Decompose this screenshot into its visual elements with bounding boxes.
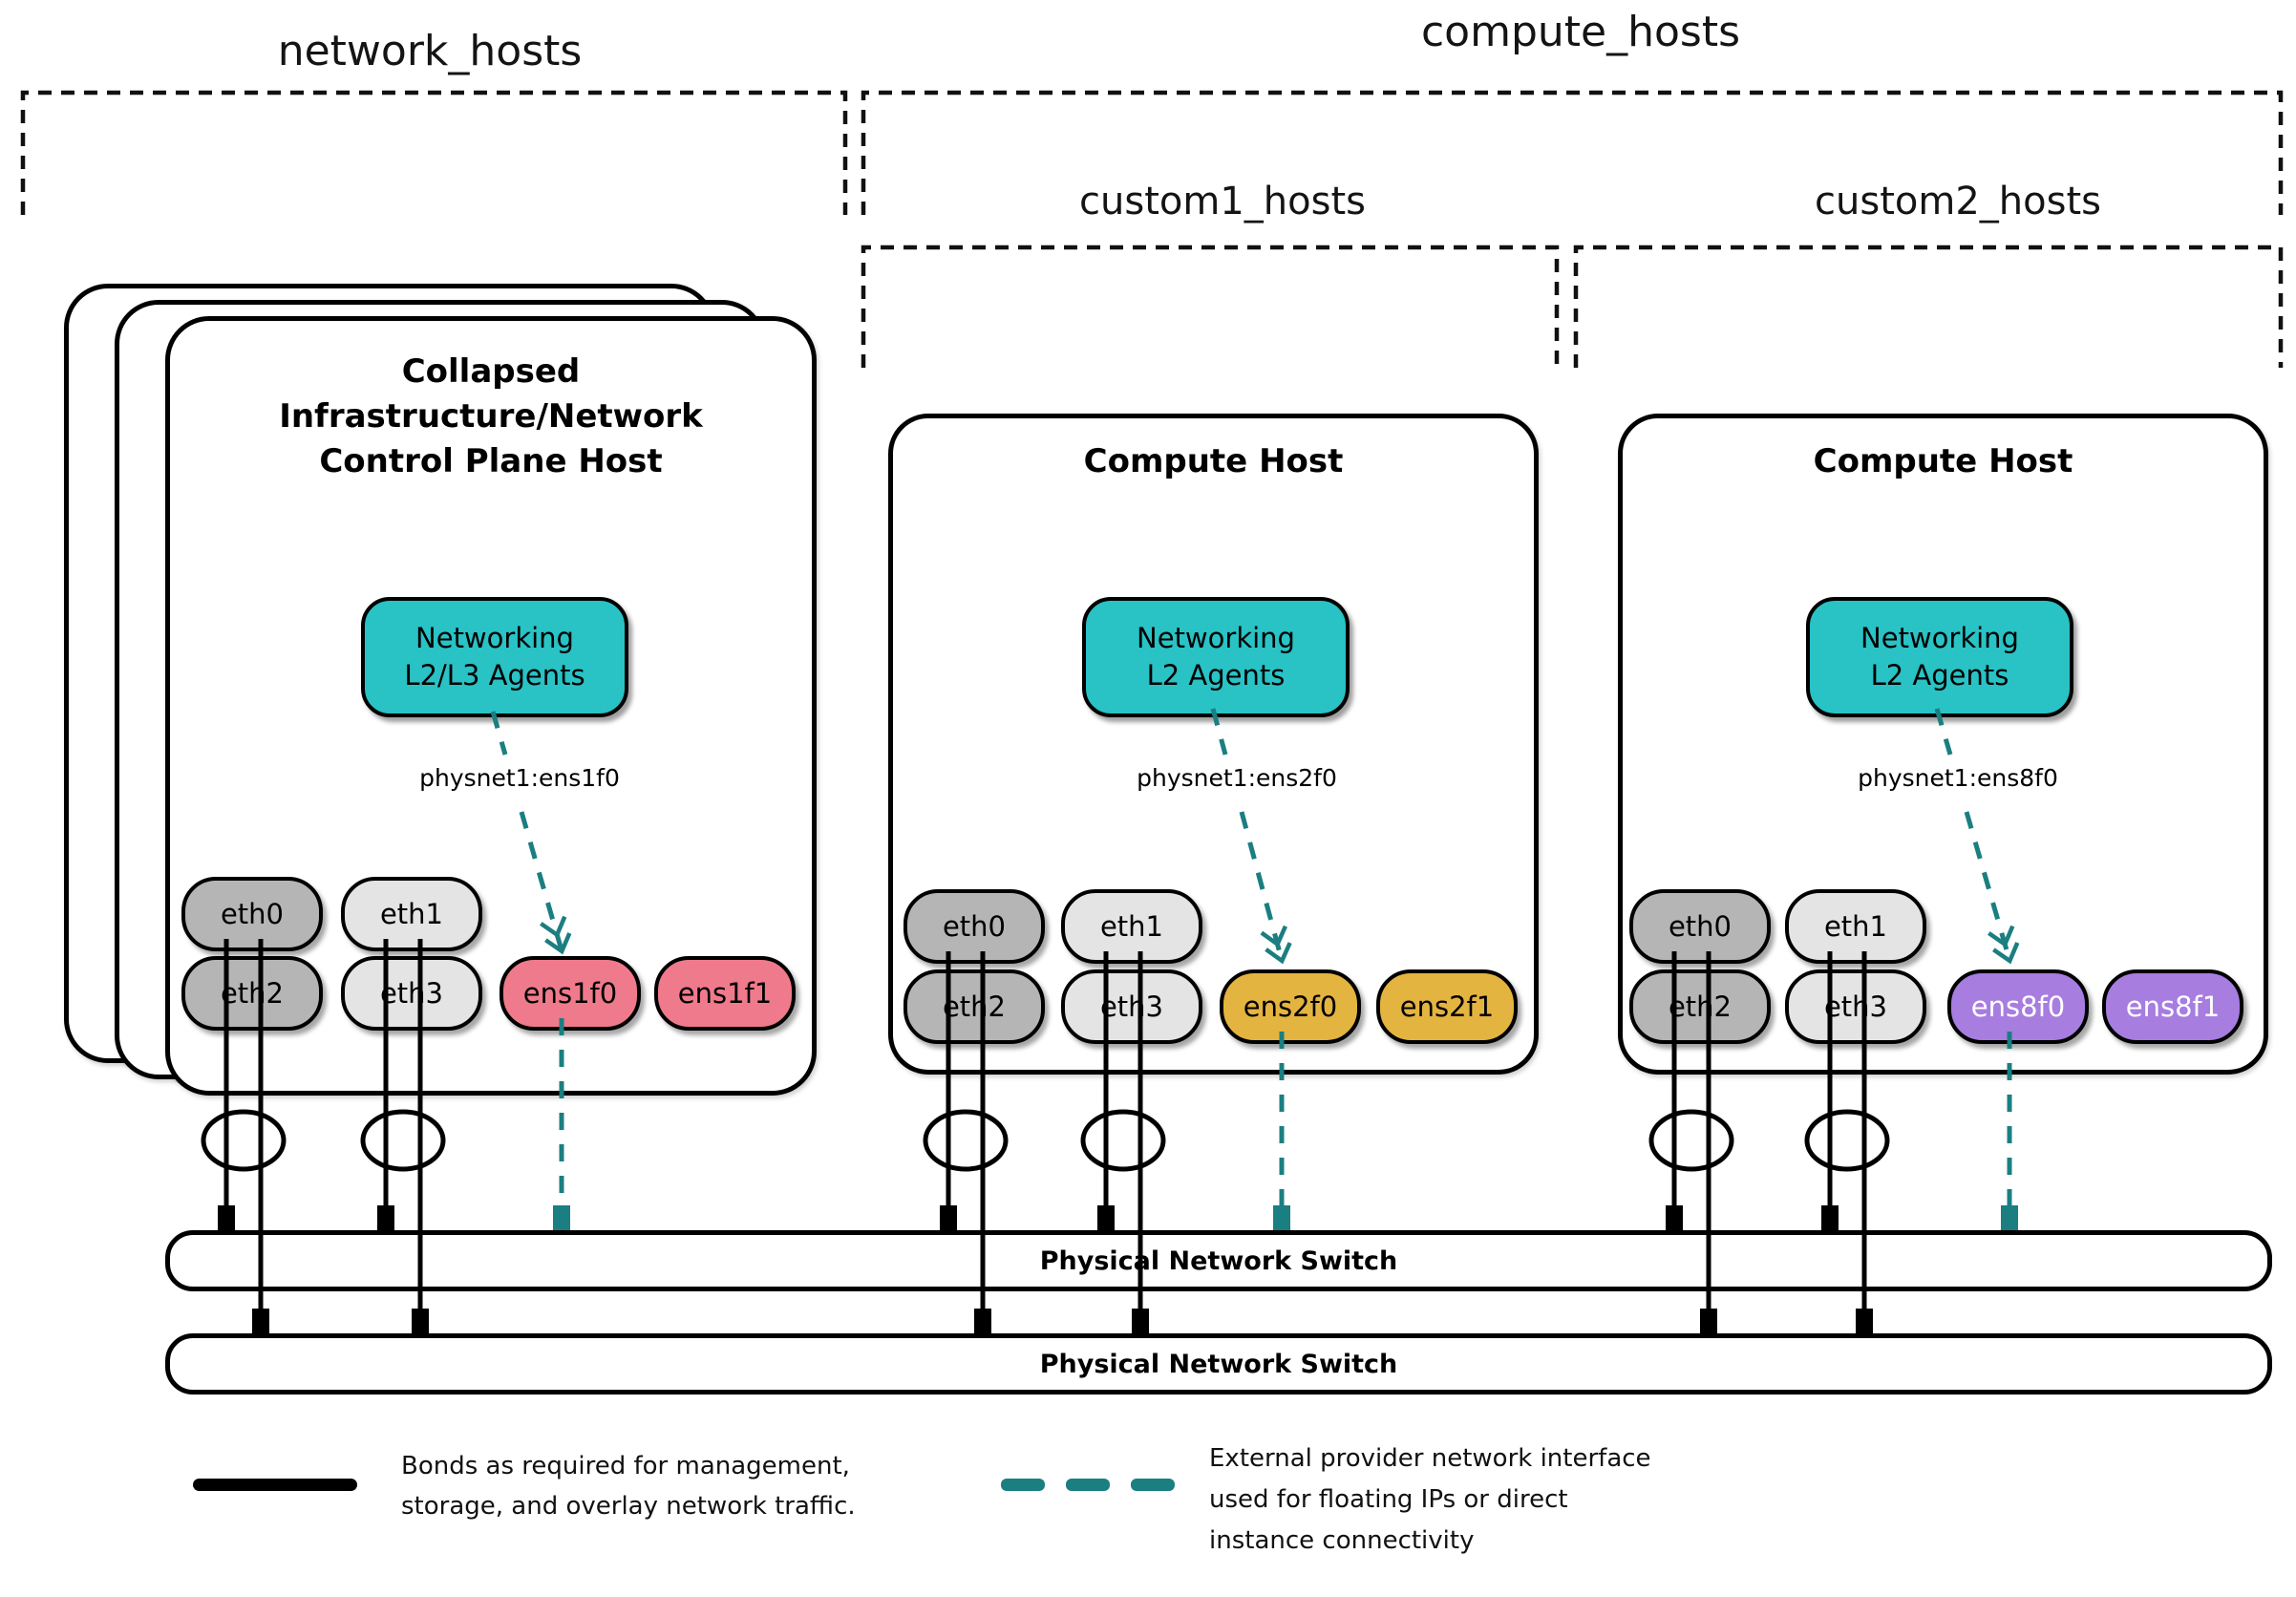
switch2-ports xyxy=(252,1309,1873,1333)
teal-dash xyxy=(1001,1479,1045,1491)
nic-label: eth1 xyxy=(379,898,444,930)
nic-pill-eth0: eth0 xyxy=(181,877,323,951)
switch1-provider-ports xyxy=(553,1205,2018,1230)
legend-bond-text: Bonds as required for management, storag… xyxy=(401,1452,856,1521)
group-label-custom2-hosts: custom2_hosts xyxy=(1815,180,2101,224)
legend-external-line xyxy=(1001,1479,1175,1491)
bracket-network-hosts xyxy=(20,90,848,215)
group-label-compute-hosts: compute_hosts xyxy=(1420,8,1741,56)
nic-pill-ens2f0: ens2f0 xyxy=(1220,969,1361,1044)
nic-pill-eth3: eth3 xyxy=(1785,969,1926,1044)
physical-network-switch-1: Physical Network Switch xyxy=(165,1230,2272,1291)
nic-label: eth1 xyxy=(1099,910,1164,943)
nic-label: ens1f0 xyxy=(522,977,618,1010)
nic-label: ens8f0 xyxy=(1970,990,2066,1023)
switch-label: Physical Network Switch xyxy=(1039,1246,1398,1276)
compute-host-card-custom1: Compute Host Networking L2 Agents physne… xyxy=(888,414,1539,1075)
agent-line1: Networking xyxy=(1860,621,2019,654)
networking-agents-badge: Networking L2 Agents xyxy=(1806,597,2073,717)
physnet-mapping-label: physnet1:ens2f0 xyxy=(1131,764,1343,792)
nic-label: eth2 xyxy=(1668,990,1733,1023)
switch1-ports xyxy=(218,1205,1839,1230)
nic-pill-eth3: eth3 xyxy=(1061,969,1202,1044)
physnet-mapping-label: physnet1:ens1f0 xyxy=(414,764,626,792)
legend-bond-line xyxy=(193,1479,357,1491)
switch-label: Physical Network Switch xyxy=(1039,1349,1398,1379)
agent-line2: L2 Agents xyxy=(1146,659,1286,692)
nic-pill-ens8f1: ens8f1 xyxy=(2102,969,2243,1044)
nic-label: ens2f1 xyxy=(1399,990,1495,1023)
physical-network-switch-2: Physical Network Switch xyxy=(165,1333,2272,1395)
nic-pill-eth1: eth1 xyxy=(1785,889,1926,964)
bond-ellipse xyxy=(360,1109,446,1172)
nic-label: ens2f0 xyxy=(1243,990,1338,1023)
group-label-custom1-hosts: custom1_hosts xyxy=(1079,180,1366,224)
bracket-custom1-hosts xyxy=(861,245,1560,368)
nic-label: eth2 xyxy=(220,977,285,1010)
nic-pill-ens1f1: ens1f1 xyxy=(654,956,796,1031)
nic-pill-eth2: eth2 xyxy=(181,956,323,1031)
nic-label: eth2 xyxy=(942,990,1007,1023)
physnet-mapping-label: physnet1:ens8f0 xyxy=(1852,764,2064,792)
agent-line2: L2 Agents xyxy=(1870,659,2009,692)
agent-line2: L2/L3 Agents xyxy=(404,659,585,692)
nic-label: ens8f1 xyxy=(2125,990,2221,1023)
agent-line1: Networking xyxy=(1137,621,1295,654)
bond-ellipses xyxy=(201,1109,1890,1172)
nic-pill-eth1: eth1 xyxy=(1061,889,1202,964)
host-title: Compute Host xyxy=(1083,442,1344,480)
bond-ellipse xyxy=(1804,1109,1890,1172)
compute-host-card-custom2: Compute Host Networking L2 Agents physne… xyxy=(1618,414,2268,1075)
host-title: Collapsed Infrastructure/Network Control… xyxy=(279,352,703,480)
networking-agents-badge: Networking L2/L3 Agents xyxy=(361,597,628,717)
nic-label: eth3 xyxy=(1823,990,1888,1023)
nic-label: eth1 xyxy=(1823,910,1888,943)
teal-dash xyxy=(1131,1479,1175,1491)
bond-ellipse xyxy=(923,1109,1009,1172)
legend-external-text: External provider network interface used… xyxy=(1209,1444,1651,1555)
nic-pill-eth2: eth2 xyxy=(1629,969,1771,1044)
nic-pill-eth3: eth3 xyxy=(341,956,482,1031)
bond-ellipse xyxy=(1648,1109,1734,1172)
nic-pill-ens2f1: ens2f1 xyxy=(1376,969,1518,1044)
nic-pill-eth0: eth0 xyxy=(1629,889,1771,964)
agent-line1: Networking xyxy=(415,621,574,654)
nic-pill-eth1: eth1 xyxy=(341,877,482,951)
group-label-network-hosts: network_hosts xyxy=(277,27,583,75)
network-host-card: Collapsed Infrastructure/Network Control… xyxy=(165,316,817,1096)
nic-pill-eth0: eth0 xyxy=(904,889,1045,964)
nic-pill-ens8f0: ens8f0 xyxy=(1947,969,2089,1044)
nic-label: eth3 xyxy=(379,977,444,1010)
bond-ellipse xyxy=(1080,1109,1166,1172)
nic-pill-ens1f0: ens1f0 xyxy=(500,956,641,1031)
teal-dash xyxy=(1066,1479,1110,1491)
host-title: Compute Host xyxy=(1813,442,2073,480)
nic-label: ens1f1 xyxy=(677,977,773,1010)
nic-label: eth0 xyxy=(220,898,285,930)
nic-label: eth3 xyxy=(1099,990,1164,1023)
networking-agents-badge: Networking L2 Agents xyxy=(1082,597,1350,717)
nic-label: eth0 xyxy=(942,910,1007,943)
bond-ellipse xyxy=(201,1109,287,1172)
nic-label: eth0 xyxy=(1668,910,1733,943)
bracket-custom2-hosts xyxy=(1573,245,2284,368)
nic-pill-eth2: eth2 xyxy=(904,969,1045,1044)
